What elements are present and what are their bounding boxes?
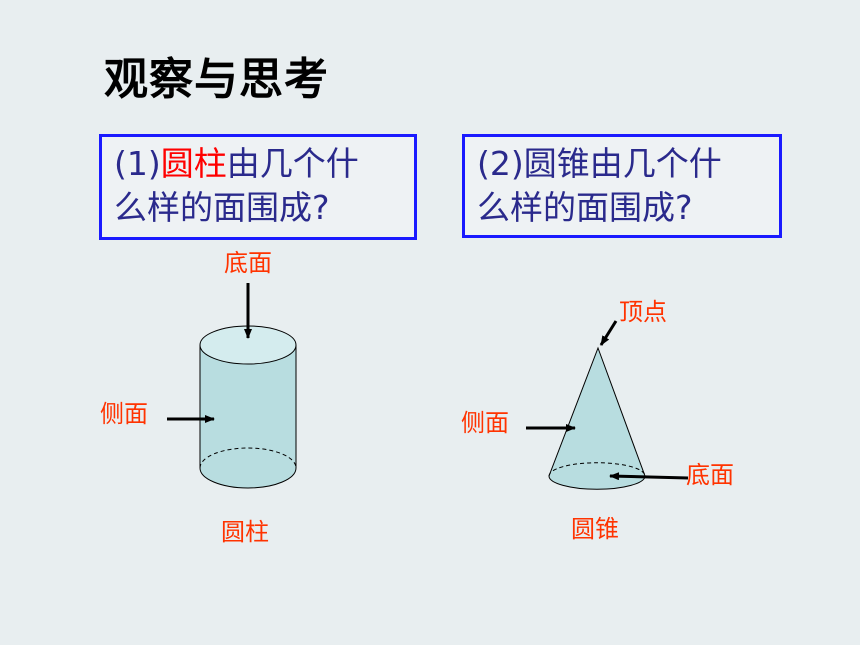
cone-apex-arrow — [599, 320, 618, 346]
cylinder-figure — [167, 283, 297, 489]
question1-line1: (1)圆柱由几个什 — [114, 142, 414, 186]
cone-base-arrow — [609, 472, 689, 481]
question-box-cylinder: (1)圆柱由几个什 么样的面围成? — [99, 134, 417, 240]
question1-line1-rest: 由几个什 — [226, 144, 359, 183]
cone-caption: 圆锥 — [571, 515, 619, 543]
question1-highlight: 圆柱 — [160, 144, 227, 183]
cylinder-caption: 圆柱 — [221, 518, 269, 546]
page-title: 观察与思考 — [104, 54, 329, 105]
cone-surface — [548, 346, 646, 490]
cone-base-label: 底面 — [686, 461, 734, 489]
cone-side-label: 侧面 — [461, 409, 509, 437]
question2-line2: 么样的面围成? — [477, 188, 693, 227]
cone-figure — [526, 320, 689, 490]
cylinder-top-label: 底面 — [224, 249, 272, 277]
question-box-cone: (2)圆锥由几个什 么样的面围成? — [462, 134, 782, 238]
cylinder-bottom-front — [199, 467, 297, 489]
cone-apex-label: 顶点 — [619, 298, 667, 326]
cylinder-bottom-back — [199, 447, 297, 469]
question2-line1: (2)圆锥由几个什 — [477, 144, 722, 183]
question1-prefix: (1) — [114, 144, 161, 183]
cylinder-side-label: 侧面 — [100, 400, 148, 428]
cone-base-back — [548, 462, 646, 477]
cylinder-side-fill — [200, 345, 296, 468]
question1-line2: 么样的面围成? — [114, 188, 330, 227]
